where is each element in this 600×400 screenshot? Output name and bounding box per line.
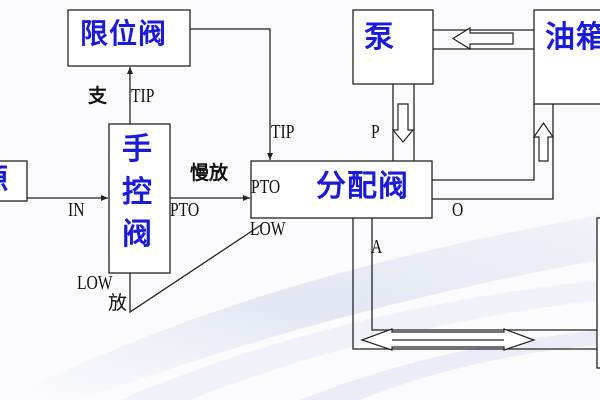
port-dist-tip: TIP xyxy=(271,121,295,143)
manual-valve-box xyxy=(108,123,171,274)
port-manual-low: LOW xyxy=(77,272,113,294)
source-box xyxy=(0,160,28,202)
line-limit-to-distribution xyxy=(190,28,273,160)
line-manual-low-to-dist xyxy=(129,224,262,314)
pump-label: 泵 xyxy=(364,20,395,55)
flow-arrow-dist-to-tank xyxy=(532,121,555,162)
manual-valve-label-3: 阀 xyxy=(122,217,153,252)
port-dist-a: A xyxy=(371,236,383,258)
port-dist-p: P xyxy=(371,121,380,143)
port-dist-o: O xyxy=(452,199,464,221)
port-manual-tip: TIP xyxy=(131,85,155,107)
distribution-valve-box xyxy=(250,160,433,219)
port-dist-low: LOW xyxy=(250,218,286,240)
distribution-valve-label: 分配阀 xyxy=(316,169,409,204)
manual-valve-label-1: 手 xyxy=(122,132,153,167)
flow-arrow-tank-to-pump xyxy=(451,26,514,51)
annotation-support: 支 xyxy=(88,85,108,107)
manual-valve-label-2: 控 xyxy=(122,175,153,210)
port-dist-pto: PTO xyxy=(251,176,281,198)
flow-arrow-pump-to-dist xyxy=(391,103,415,143)
annotation-slow-release: 慢放 xyxy=(190,162,229,184)
oil-tank-box xyxy=(533,9,600,105)
source-label: 源 xyxy=(0,166,9,196)
pump-box xyxy=(352,9,434,85)
limit-valve-label: 限位阀 xyxy=(80,17,168,50)
limit-valve-box xyxy=(67,9,191,67)
port-manual-pto: PTO xyxy=(170,199,200,221)
right-bottom-box xyxy=(596,217,600,369)
oil-tank-label: 油箱 xyxy=(545,20,600,55)
annotation-release: 放 xyxy=(108,292,128,314)
port-manual-in: IN xyxy=(68,199,85,221)
